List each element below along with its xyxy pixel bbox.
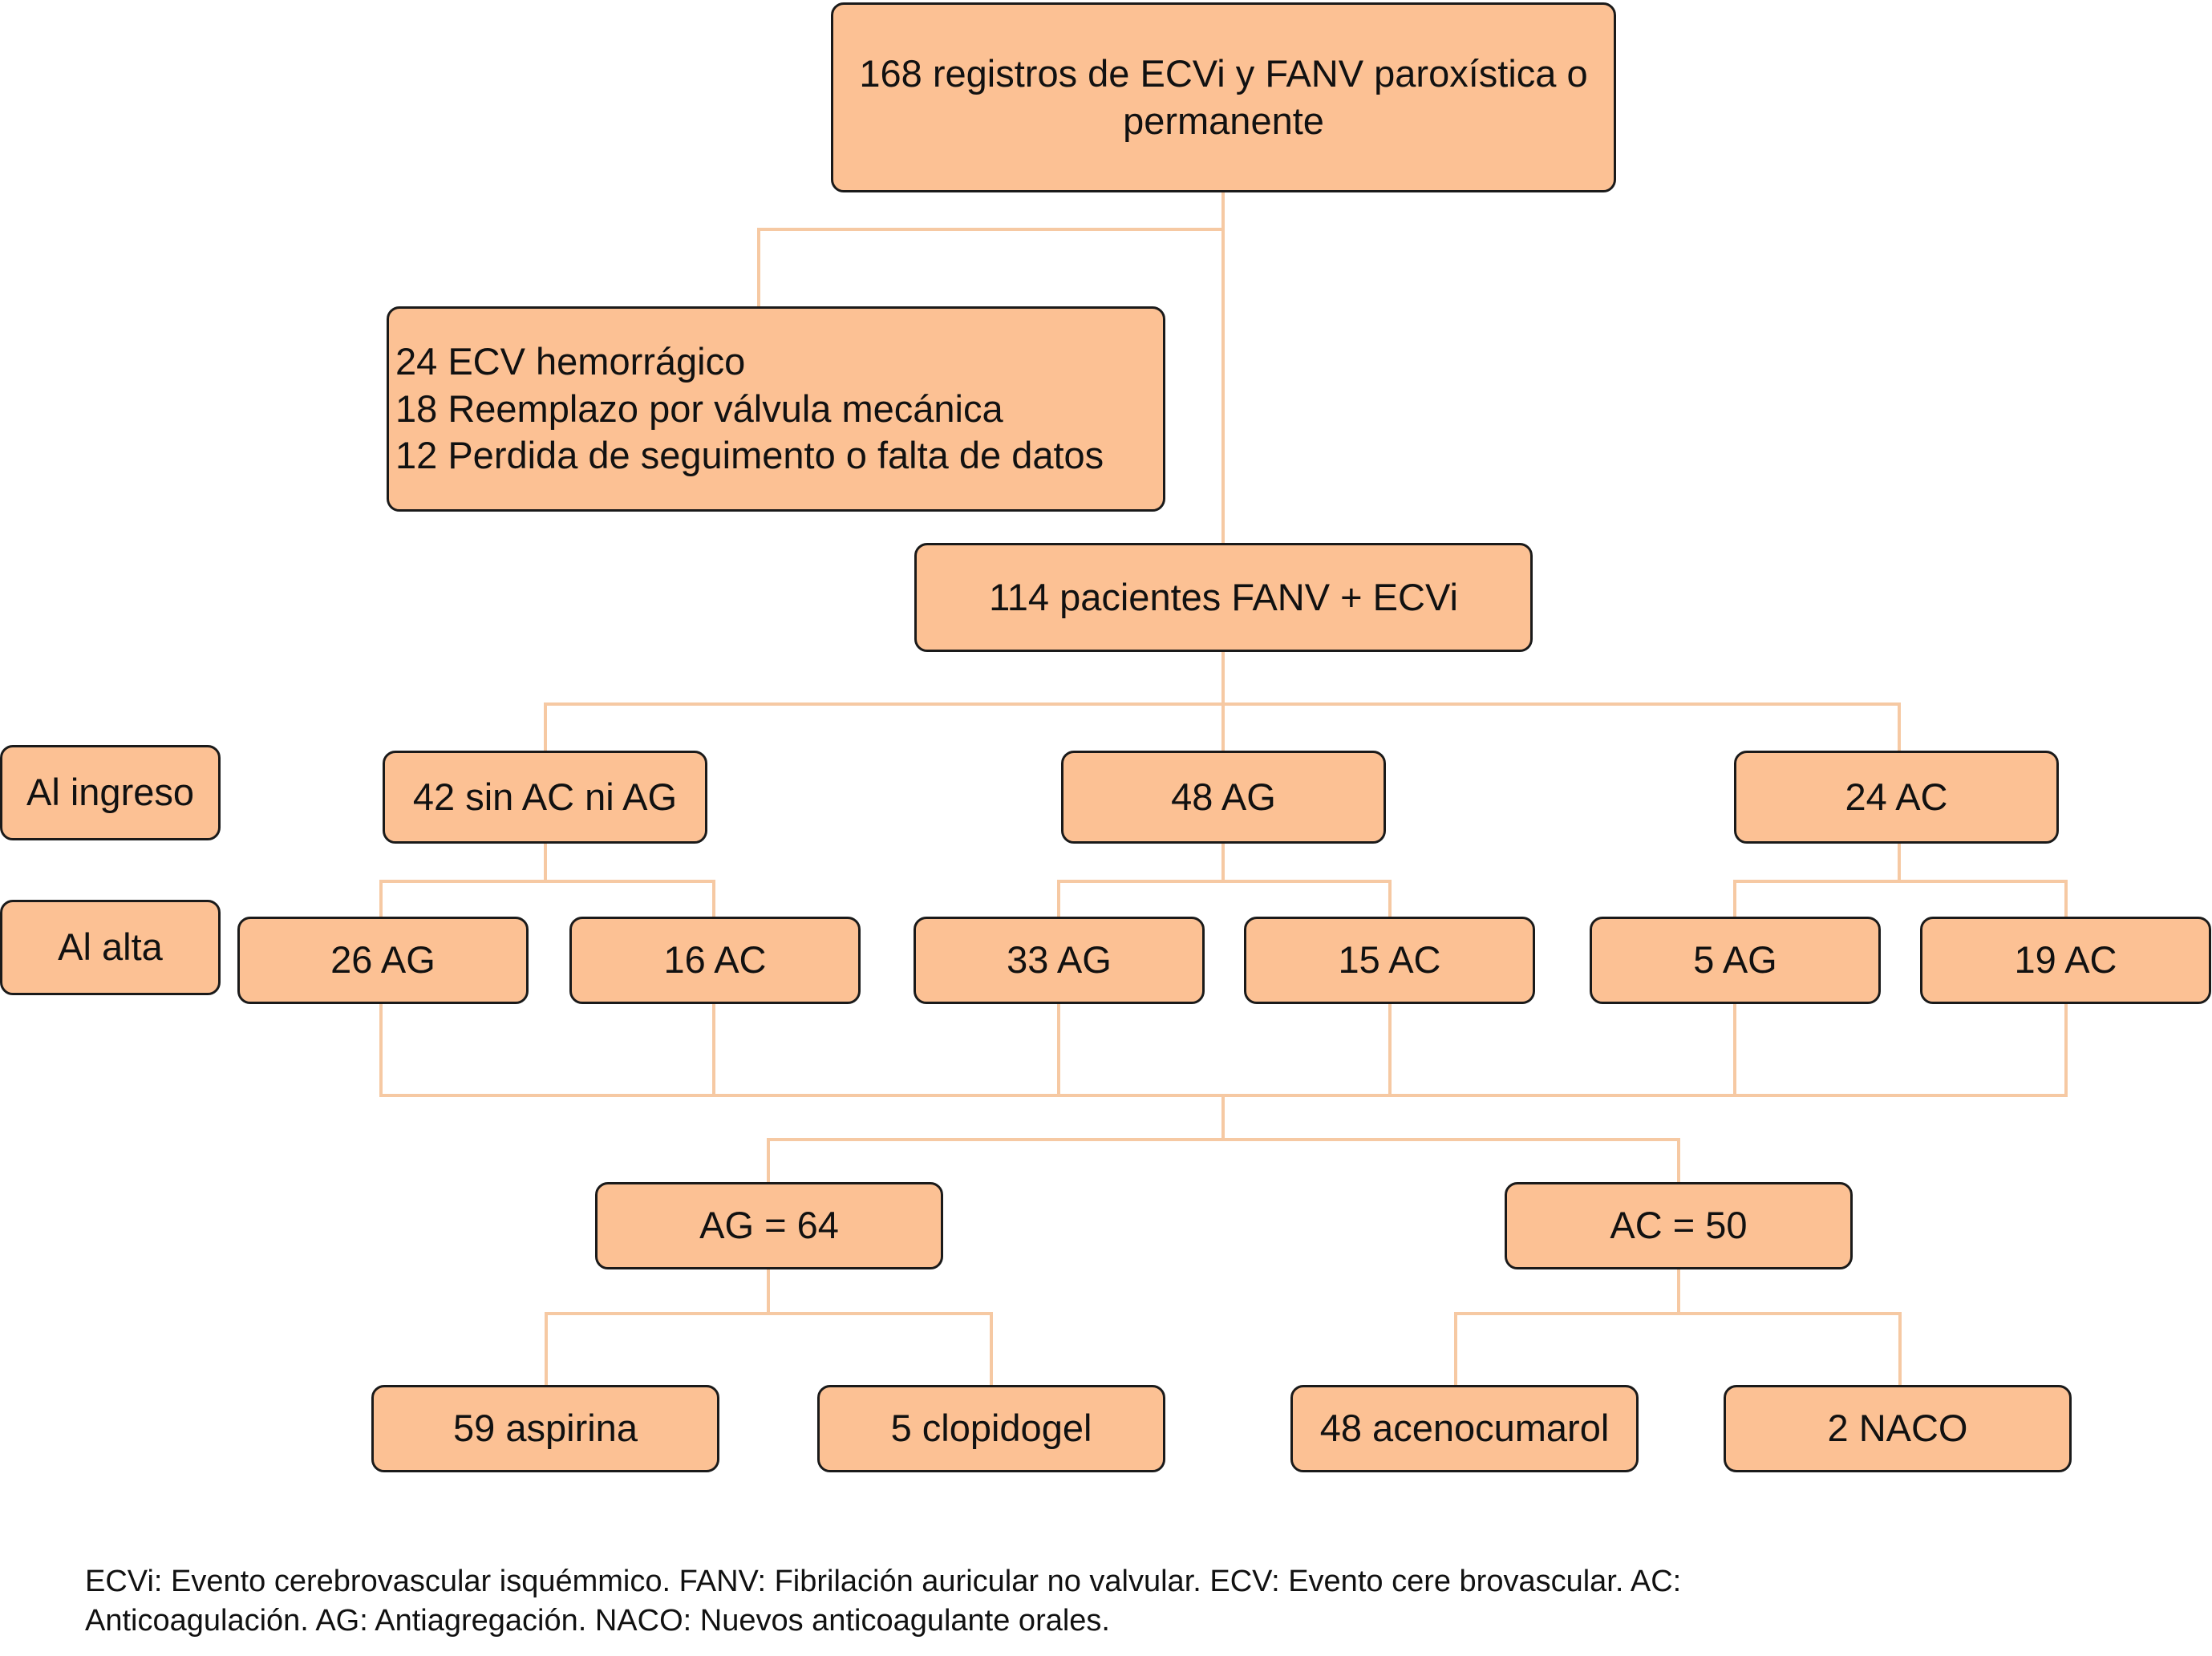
drug-acenocoumarol-label: 48 acenocumarol <box>1319 1407 1610 1450</box>
discharge-group: 26 AG <box>237 917 529 1004</box>
admission-group-ac: 24 AC <box>1734 751 2059 844</box>
drug-acenocoumarol-box: 48 acenocumarol <box>1290 1385 1639 1472</box>
drug-aspirin-box: 59 aspirina <box>371 1385 719 1472</box>
total-registries-box: 168 registros de ECVi y FANV paroxística… <box>831 2 1616 192</box>
total-ag-box: AG = 64 <box>595 1182 943 1269</box>
discharge-group-label: 16 AC <box>663 938 767 982</box>
discharge-group-label: 33 AG <box>1007 938 1112 982</box>
admission-group-none: 42 sin AC ni AG <box>383 751 707 844</box>
discharge-group: 33 AG <box>914 917 1205 1004</box>
discharge-group-label: 15 AC <box>1338 938 1441 982</box>
total-ac-label: AC = 50 <box>1610 1204 1748 1247</box>
discharge-group-label: 26 AG <box>330 938 436 982</box>
excluded-mechanical-valve: 18 Reemplazo por válvula mecánica <box>395 387 1003 430</box>
total-ag-label: AG = 64 <box>699 1204 839 1247</box>
footnote-line1: ECVi: Evento cerebrovascular isquémmico.… <box>85 1565 1682 1598</box>
included-patients-box: 114 pacientes FANV + ECVi <box>914 543 1533 652</box>
footnote: ECVi: Evento cerebrovascular isquémmico.… <box>85 1562 2138 1642</box>
admission-group-ag-label: 48 AG <box>1171 775 1276 818</box>
footnote-line2: Anticoagulación. AG: Antiagregación. NAC… <box>85 1604 1110 1638</box>
total-registries-line2: permanente <box>1123 99 1324 142</box>
admission-group-none-label: 42 sin AC ni AG <box>412 775 678 818</box>
row-label-admission-text: Al ingreso <box>26 771 194 814</box>
discharge-group-label: 5 AG <box>1693 938 1777 982</box>
excluded-lost-followup: 12 Perdida de seguimento o falta de dato… <box>395 434 1104 477</box>
row-label-discharge: Al alta <box>0 900 221 995</box>
discharge-group: 5 AG <box>1590 917 1881 1004</box>
drug-naco-label: 2 NACO <box>1827 1407 1968 1450</box>
discharge-group: 16 AC <box>569 917 861 1004</box>
row-label-discharge-text: Al alta <box>58 925 163 969</box>
drug-naco-box: 2 NACO <box>1724 1385 2072 1472</box>
discharge-group-label: 19 AC <box>2014 938 2117 982</box>
discharge-group: 15 AC <box>1244 917 1535 1004</box>
total-ac-box: AC = 50 <box>1505 1182 1853 1269</box>
row-label-admission: Al ingreso <box>0 745 221 840</box>
drug-clopidogrel-box: 5 clopidogel <box>817 1385 1165 1472</box>
drug-clopidogrel-label: 5 clopidogel <box>890 1407 1092 1450</box>
total-registries-line1: 168 registros de ECVi y FANV paroxística… <box>859 51 1588 95</box>
included-patients-label: 114 pacientes FANV + ECVi <box>989 575 1458 618</box>
discharge-group: 19 AC <box>1920 917 2211 1004</box>
excluded-box: 24 ECV hemorrágico 18 Reemplazo por válv… <box>387 306 1165 512</box>
admission-group-ac-label: 24 AC <box>1845 775 1948 818</box>
excluded-hemorrhagic: 24 ECV hemorrágico <box>395 339 746 383</box>
drug-aspirin-label: 59 aspirina <box>453 1407 638 1450</box>
admission-group-ag: 48 AG <box>1061 751 1386 844</box>
